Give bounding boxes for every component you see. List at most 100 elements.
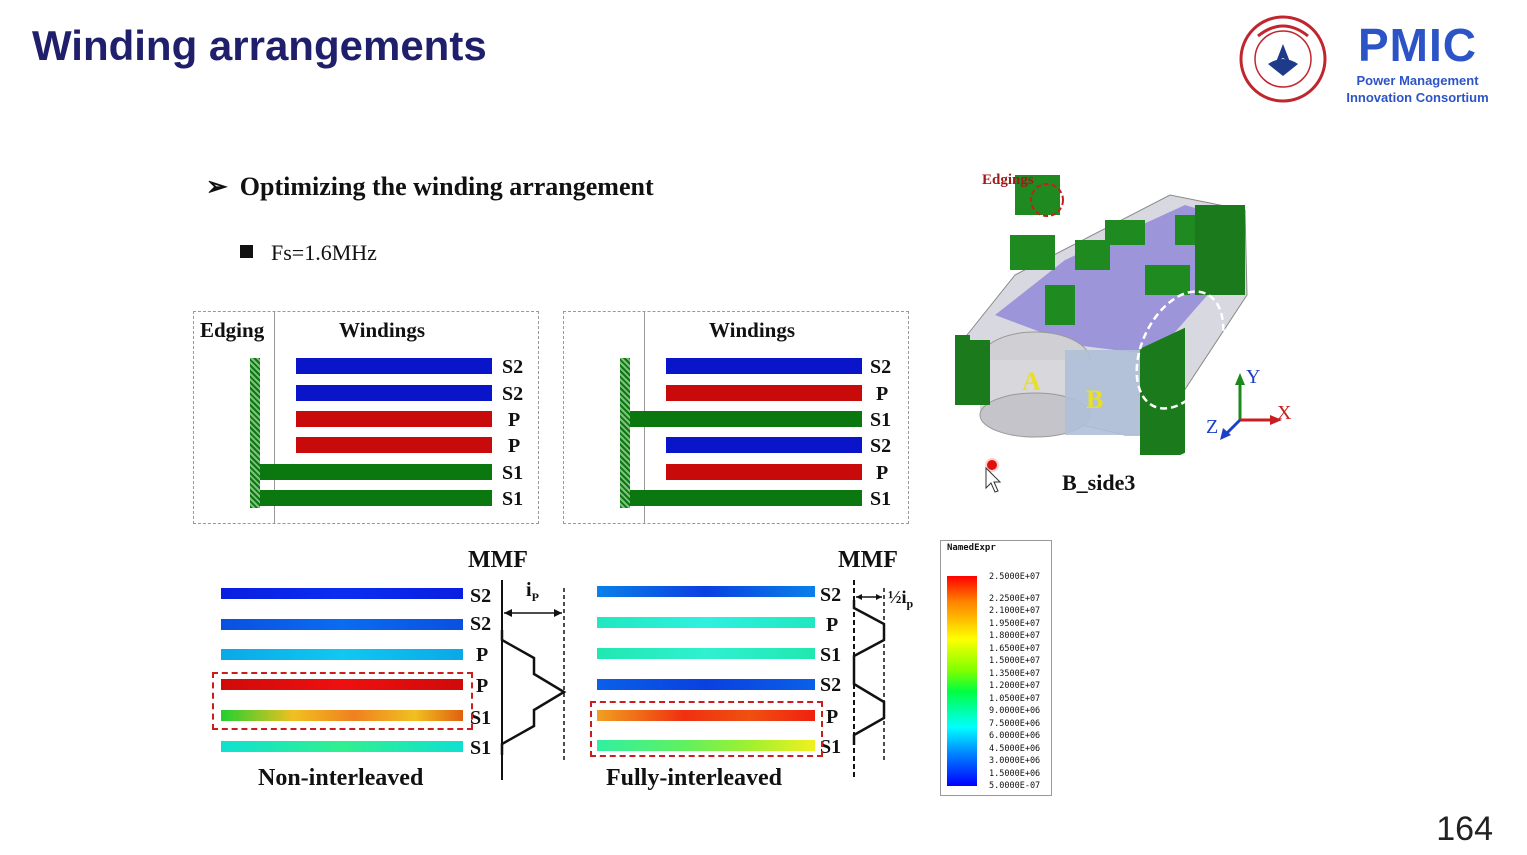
zhejiang-university-seal-icon	[1239, 15, 1327, 103]
legend-value: 5.0000E-07	[989, 781, 1041, 791]
fem-layer-s2	[221, 619, 463, 630]
layer-label: S1	[502, 488, 524, 510]
layer-label: S1	[502, 462, 524, 484]
axis-y-label: Y	[1246, 366, 1261, 388]
current-label: ½ip	[888, 587, 913, 612]
fem-layer-s1	[221, 741, 463, 752]
layer-label: S2	[502, 383, 524, 405]
legend-value: 1.5000E+07	[989, 656, 1041, 666]
pmic-subtitle-line1: Power Management	[1356, 73, 1479, 88]
model-caption: B_side3	[1062, 470, 1136, 495]
layer-label: S2	[470, 585, 492, 607]
winding-bar-s1	[630, 490, 862, 506]
legend-value: 1.2000E+07	[989, 681, 1041, 691]
layer-label: P	[876, 462, 889, 484]
mmf-label: MMF	[838, 547, 898, 573]
legend-value: 9.0000E+06	[989, 706, 1041, 716]
edging-label: Edging	[200, 318, 265, 342]
fem-layer-p	[221, 679, 463, 690]
layer-label: P	[508, 409, 521, 431]
layer-label: P	[826, 706, 839, 728]
field-legend: NamedExpr 2.5000E+07 2.2500E+07 2.1000E+…	[940, 540, 1052, 796]
sub-bullet: Fs=1.6MHz	[240, 240, 377, 266]
fem-layer-s2	[221, 588, 463, 599]
layer-label: P	[476, 675, 489, 697]
winding-bar-s2	[666, 358, 862, 374]
fem-layer-p	[597, 710, 815, 721]
mmf-label: MMF	[468, 547, 528, 573]
pmic-subtitle: Power Management Innovation Consortium	[1340, 72, 1495, 106]
pmic-logo: PMIC	[1358, 19, 1477, 71]
layer-label: S2	[502, 356, 524, 378]
mmf-curve	[852, 580, 886, 780]
edgings-label: Edgings	[982, 172, 1034, 188]
layer-label: S2	[470, 613, 492, 635]
legend-value: 3.0000E+06	[989, 756, 1041, 766]
windings-label: Windings	[709, 318, 795, 342]
legend-value: 1.6500E+07	[989, 643, 1041, 654]
current-label: iP	[526, 579, 539, 605]
legend-value: 1.0500E+07	[989, 693, 1041, 704]
current-symbol: i	[526, 579, 532, 601]
highlight-box	[212, 672, 473, 730]
mmf-curve	[500, 580, 567, 780]
layer-label: S2	[820, 584, 842, 606]
winding-bar-s1	[260, 464, 492, 480]
layer-label: P	[826, 614, 839, 636]
label-a: A	[1022, 367, 1041, 396]
fem-layer-p	[597, 617, 815, 628]
sub-bullet-text: Fs=1.6MHz	[271, 240, 377, 265]
winding-bar-s2	[296, 358, 492, 374]
caption-interleaved: Fully-interleaved	[606, 765, 782, 791]
winding-bar-s2	[666, 437, 862, 453]
winding-diagram-interleaved: Windings S2 P S1 S2 P S1	[563, 311, 909, 524]
layer-label: S1	[820, 644, 842, 666]
layer-label: S1	[470, 737, 492, 759]
legend-value: 2.5000E+07	[989, 572, 1041, 582]
winding-bar-p	[666, 385, 862, 401]
winding-bar-s1	[260, 490, 492, 506]
layer-label: P	[508, 435, 521, 457]
legend-value: 2.2500E+07	[989, 593, 1041, 604]
fem-layer-s1	[597, 740, 815, 751]
layer-label: S2	[870, 435, 892, 457]
page-number: 164	[1436, 810, 1493, 848]
mouse-cursor-icon	[985, 458, 1002, 493]
legend-title: NamedExpr	[947, 543, 996, 553]
layer-label: S1	[870, 409, 892, 431]
winding-bar-p	[296, 437, 492, 453]
layer-label: P	[876, 383, 889, 405]
legend-values: 2.5000E+07 2.2500E+07 2.1000E+07 1.9500E…	[989, 571, 1040, 793]
winding-bar-p	[666, 464, 862, 480]
fem-layer-s2	[597, 586, 815, 597]
legend-value: 1.5000E+06	[989, 768, 1041, 779]
layer-label: S1	[470, 707, 492, 729]
legend-color-scale	[947, 576, 977, 786]
transformer-3d-model	[955, 175, 1282, 455]
legend-value: 1.3500E+07	[989, 668, 1041, 679]
fem-layer-s2	[597, 679, 815, 690]
edging-strip	[620, 358, 630, 508]
fem-result-noninterleaved: MMF iP S2 S2 P P S1 S1 Non-interleaved	[200, 545, 580, 795]
fem-layer-s1	[597, 648, 815, 659]
winding-bar-p	[296, 411, 492, 427]
legend-value: 4.5000E+06	[989, 743, 1041, 754]
layer-label: S1	[820, 736, 842, 758]
legend-value: 1.9500E+07	[989, 618, 1041, 629]
winding-bar-s2	[296, 385, 492, 401]
axis-z-label: Z	[1206, 416, 1219, 438]
layer-label: S2	[870, 356, 892, 378]
fem-layer-s1	[221, 710, 463, 721]
windings-label: Windings	[339, 318, 425, 342]
edging-divider	[274, 312, 275, 523]
current-subscript: p	[906, 596, 914, 611]
label-b: B	[1086, 385, 1104, 414]
fem-layer-p	[221, 649, 463, 660]
fem-result-interleaved: MMF ½ip S2 P S1 S2 P S1 Fully-interleave…	[580, 545, 940, 795]
axis-x-label: X	[1277, 402, 1292, 424]
winding-diagram-noninterleaved: Edging Windings S2 S2 P P S1 S1	[193, 311, 539, 524]
main-bullet-text: Optimizing the winding arrangement	[239, 172, 654, 201]
legend-value: 1.8000E+07	[989, 631, 1041, 641]
square-bullet-icon	[240, 245, 253, 258]
highlight-box	[590, 701, 823, 757]
